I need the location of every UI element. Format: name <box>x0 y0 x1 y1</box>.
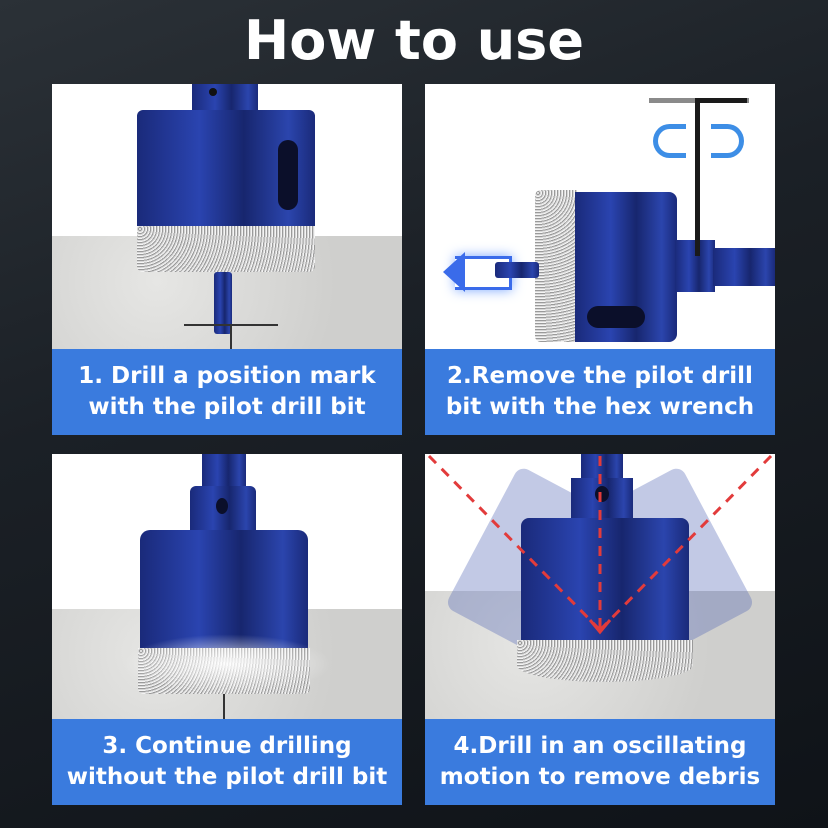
oscillation-guide-lines <box>427 454 773 635</box>
set-screw-icon <box>216 498 228 514</box>
caption-line: bit with the hex wrench <box>445 394 755 420</box>
rotate-arrow-icon <box>653 124 686 158</box>
step-1-caption: 1. Drill a position mark with the pilot … <box>52 349 402 435</box>
step-2-panel: 2.Remove the pilot drill bit with the he… <box>425 84 775 435</box>
position-mark-v <box>223 694 225 719</box>
position-mark-v <box>230 324 232 349</box>
caption-line: 1. Drill a position mark <box>78 363 376 389</box>
step-3-caption: 3. Continue drilling without the pilot d… <box>52 719 402 805</box>
drill-shank <box>713 248 775 286</box>
pilot-drill-bit <box>214 272 232 334</box>
step-1-panel: 1. Drill a position mark with the pilot … <box>52 84 402 435</box>
caption-line: 2.Remove the pilot drill <box>447 363 753 389</box>
caption-line: with the pilot drill bit <box>88 394 366 420</box>
core-bit-body <box>521 518 689 642</box>
core-bit-body <box>140 530 308 650</box>
diamond-grit-band <box>137 226 315 272</box>
hex-wrench-shaft <box>695 98 700 256</box>
hex-wrench-illustration <box>425 84 775 349</box>
step-4-caption: 4.Drill in an oscillating motion to remo… <box>425 719 775 805</box>
drill-shank <box>192 84 258 114</box>
hex-wrench-black <box>697 98 747 103</box>
drill-pilot-illustration <box>52 84 402 349</box>
step-4-panel: 4.Drill in an oscillating motion to remo… <box>425 454 775 805</box>
diamond-grit-band <box>517 640 693 682</box>
caption-line: 3. Continue drilling <box>102 733 352 759</box>
arrow-head-icon <box>443 252 465 292</box>
caption-line: motion to remove debris <box>439 764 761 790</box>
wet-drilling-illustration <box>52 454 402 719</box>
oscillating-illustration <box>425 454 775 719</box>
rotate-arrow-icon <box>711 124 744 158</box>
slot-icon <box>587 306 645 328</box>
caption-line: 4.Drill in an oscillating <box>453 733 747 759</box>
water-splash <box>122 634 332 694</box>
step-2-caption: 2.Remove the pilot drill bit with the he… <box>425 349 775 435</box>
slot-icon <box>278 140 298 210</box>
set-screw-icon <box>209 88 217 96</box>
diamond-grit-band <box>535 190 577 342</box>
step-3-panel: 3. Continue drilling without the pilot d… <box>52 454 402 805</box>
pilot-drill-bit <box>495 262 539 278</box>
drill-shank <box>581 454 623 480</box>
caption-line: without the pilot drill bit <box>66 764 388 790</box>
page-title: How to use <box>244 9 584 72</box>
